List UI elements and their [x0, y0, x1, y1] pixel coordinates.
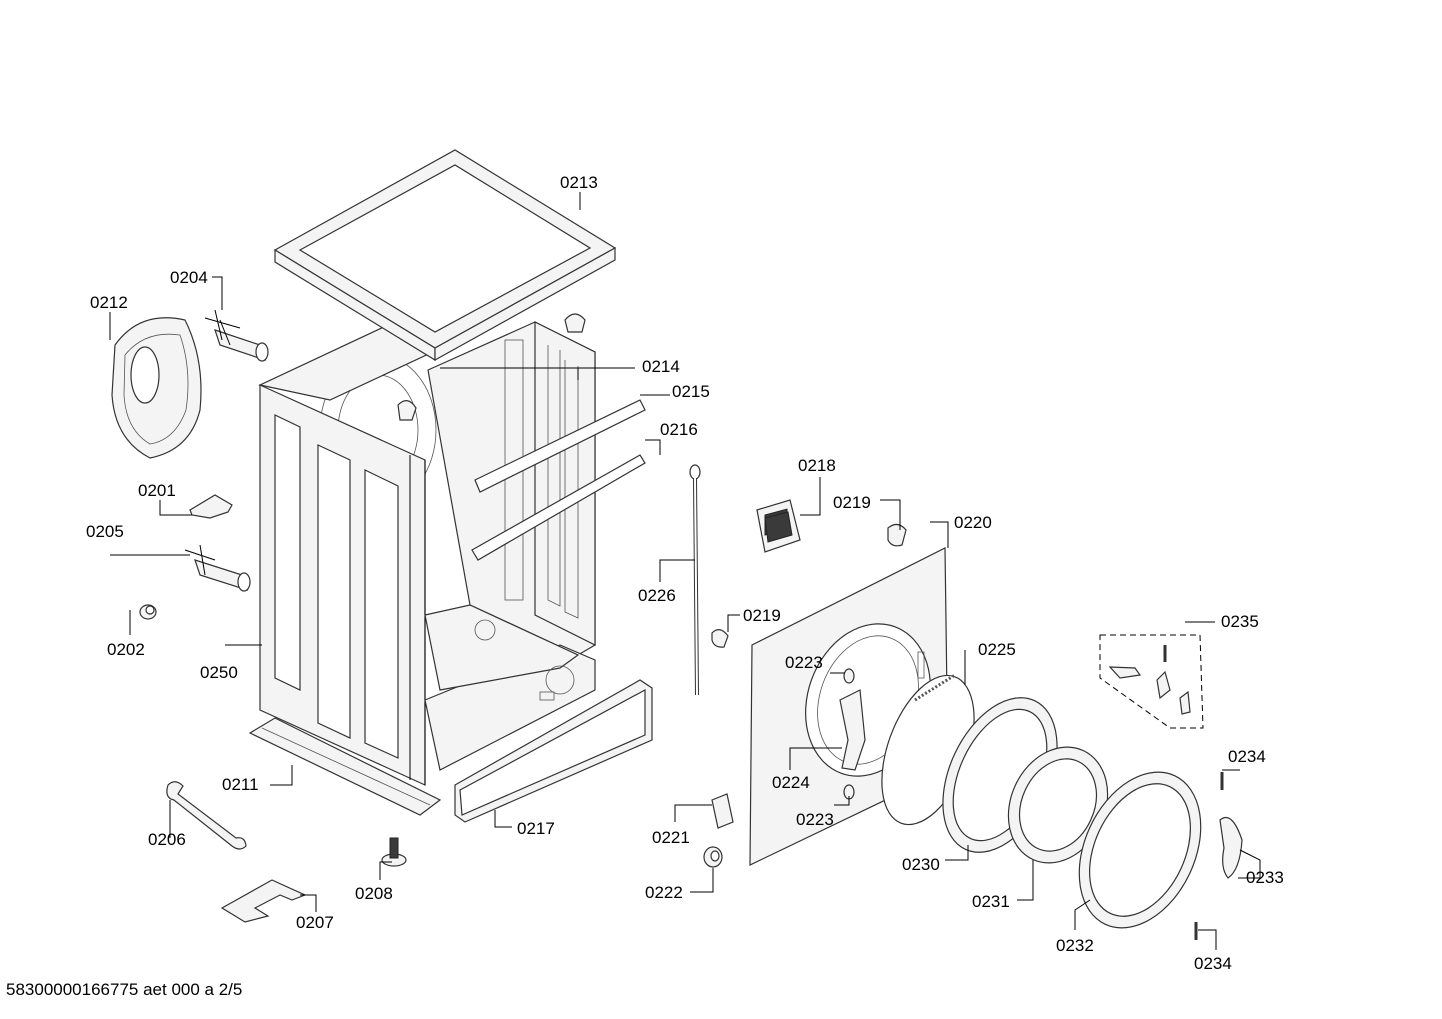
clip-upper: [887, 523, 907, 547]
base-plate: [248, 717, 442, 816]
label-0223-upper: 0223: [785, 653, 823, 672]
label-0219-lower: 0219: [743, 606, 781, 625]
label-0214: 0214: [642, 357, 680, 376]
label-0211: 0211: [222, 775, 259, 794]
label-0217: 0217: [517, 819, 555, 838]
control-module: [756, 499, 801, 553]
cap-part: [139, 604, 157, 620]
label-0204: 0204: [170, 268, 208, 287]
label-0220: 0220: [954, 513, 992, 532]
document-code: 58300000166775 aet 000 a 2/5: [6, 980, 243, 999]
label-0215: 0215: [672, 382, 710, 401]
label-0223-lower: 0223: [796, 810, 834, 829]
transport-bolt-lower: [184, 544, 251, 592]
label-0231: 0231: [972, 892, 1010, 911]
bracket-plate: [220, 879, 307, 923]
door-lock: [839, 689, 866, 771]
foot-screw: [381, 837, 407, 867]
cabinet-frame: [258, 309, 646, 786]
door-glass: [1007, 746, 1109, 864]
damper-mounts: [397, 313, 586, 421]
label-0230: 0230: [902, 855, 940, 874]
label-0232: 0232: [1056, 936, 1094, 955]
label-0222: 0222: [645, 883, 683, 902]
plinth-panel: [454, 679, 653, 823]
label-0225: 0225: [978, 640, 1016, 659]
spacer-upper: [843, 668, 855, 684]
label-0235: 0235: [1221, 612, 1259, 631]
label-0224: 0224: [772, 773, 810, 792]
hinge-kit: [1099, 634, 1204, 729]
label-0234-upper: 0234: [1228, 747, 1266, 766]
hose-rod: [689, 464, 701, 696]
clip-lower: [711, 629, 729, 648]
label-0205: 0205: [86, 522, 124, 541]
guide-part: [711, 793, 734, 829]
label-0216: 0216: [660, 420, 698, 439]
label-0213: 0213: [560, 173, 598, 192]
rear-cover: [111, 317, 202, 459]
leader-lines: [109, 192, 1261, 950]
label-0218: 0218: [798, 456, 836, 475]
label-0202: 0202: [107, 640, 145, 659]
door-handle: [1219, 816, 1243, 879]
label-0219-upper: 0219: [833, 493, 871, 512]
label-0221: 0221: [652, 828, 690, 847]
label-0208: 0208: [355, 884, 393, 903]
label-0207: 0207: [296, 913, 334, 932]
label-0233: 0233: [1246, 868, 1284, 887]
door-outer-ring: [1078, 771, 1202, 929]
grommet-part: [703, 846, 723, 868]
clamp-part: [189, 494, 233, 519]
transport-bolt-upper: [204, 309, 269, 362]
top-cover: [273, 149, 617, 362]
wrench-tool: [166, 781, 247, 850]
label-0206: 0206: [148, 830, 186, 849]
label-0226: 0226: [638, 586, 676, 605]
part-labels: 0213 0204 0212 0214 0215 0216 0218 0219 …: [86, 173, 1284, 973]
label-0250: 0250: [200, 663, 238, 682]
label-0201: 0201: [138, 481, 176, 500]
label-0234-lower: 0234: [1194, 954, 1232, 973]
label-0212: 0212: [90, 293, 128, 312]
